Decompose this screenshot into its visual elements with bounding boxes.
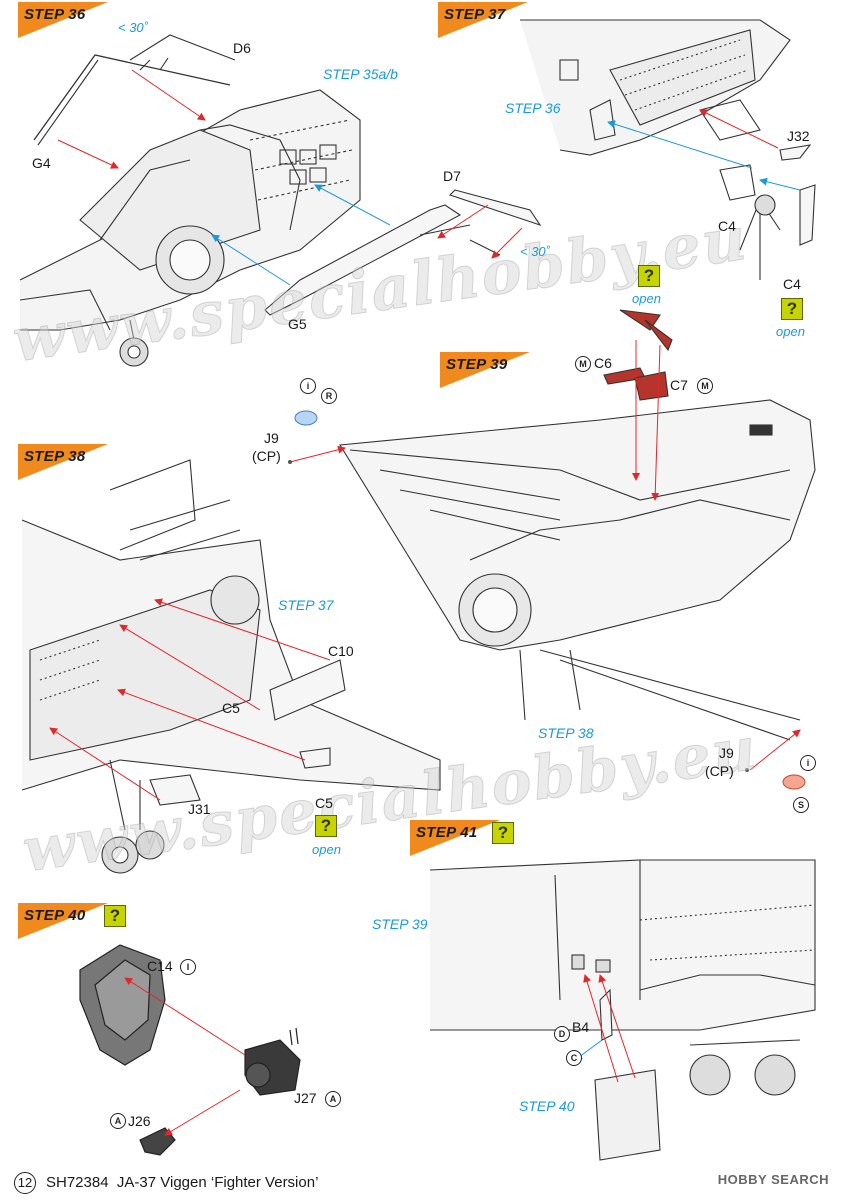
step37-arrows xyxy=(607,109,801,191)
ref-step40: STEP 40 xyxy=(519,1098,575,1114)
page-number: 12 xyxy=(14,1172,36,1194)
hobbysearch-watermark: HOBBY SEARCH xyxy=(717,1172,829,1187)
j9-caps xyxy=(288,410,806,790)
question-icon-c5: ? xyxy=(315,815,337,837)
step-39-tag: STEP 39 xyxy=(440,352,530,388)
step40-drawing xyxy=(79,944,301,1156)
badge-a-j27: A xyxy=(325,1091,341,1107)
badge-m-c7: M xyxy=(697,378,713,394)
ref-step38: STEP 38 xyxy=(538,725,594,741)
badge-s-j9b: S xyxy=(793,797,809,813)
step41-drawing xyxy=(429,859,816,1161)
part-g5: G5 xyxy=(288,316,307,332)
step36-drawing xyxy=(19,34,542,367)
step36-arrows xyxy=(57,69,523,286)
part-c4-a: C4 xyxy=(718,218,736,234)
part-d7: D7 xyxy=(443,168,461,184)
part-j9-a-cp: (CP) xyxy=(252,448,281,464)
step-37-tag: STEP 37 xyxy=(438,2,528,38)
ref-step36: STEP 36 xyxy=(505,100,561,116)
ref-step35ab: STEP 35a/b xyxy=(323,66,398,82)
step-41-tag: STEP 41 xyxy=(410,820,500,856)
step40-arrows xyxy=(124,977,246,1136)
badge-d-b4: D xyxy=(554,1026,570,1042)
kit-code: SH72384 xyxy=(46,1174,109,1191)
step-38-tag: STEP 38 xyxy=(18,444,108,480)
part-j26: J26 xyxy=(128,1113,151,1129)
part-j9-a: J9 xyxy=(264,430,279,446)
question-icon-c4b: ? xyxy=(781,298,803,320)
open-label-c4b: open xyxy=(776,324,805,339)
info-icon-j9b: i xyxy=(800,755,816,771)
part-c4-b: C4 xyxy=(783,276,801,292)
angle-label-1: < 30˚ xyxy=(118,20,148,35)
info-icon-j9a: i xyxy=(300,378,316,394)
question-icon-step40: ? xyxy=(104,905,126,927)
part-c7: C7 xyxy=(670,377,688,393)
badge-i-c14: I xyxy=(180,959,196,975)
part-c6: C6 xyxy=(594,355,612,371)
badge-m-c6: M xyxy=(575,356,591,372)
angle-label-2: < 30˚ xyxy=(520,244,550,259)
step-40-tag: STEP 40 xyxy=(18,903,108,939)
step-36-tag: STEP 36 xyxy=(18,2,108,38)
open-label-c5: open xyxy=(312,842,341,857)
step39-drawing xyxy=(339,309,816,741)
step38-drawing xyxy=(21,459,441,874)
part-c10: C10 xyxy=(328,643,354,659)
part-c5-a: C5 xyxy=(222,700,240,716)
open-label-c4a: open xyxy=(632,291,661,306)
question-icon-c4a: ? xyxy=(638,265,660,287)
part-d6: D6 xyxy=(233,40,251,56)
step38-arrows xyxy=(49,598,331,801)
badge-c-b4: C xyxy=(566,1050,582,1066)
badge-a-j26: A xyxy=(110,1113,126,1129)
page-footer: 12 SH72384 JA-37 Viggen ‘Fighter Version’ xyxy=(14,1172,318,1194)
part-j9-b-cp: (CP) xyxy=(705,763,734,779)
part-b4: B4 xyxy=(572,1019,590,1035)
part-c14: C14 xyxy=(147,958,173,974)
step37-drawing xyxy=(520,19,816,280)
part-j32: J32 xyxy=(787,128,810,144)
ref-step39: STEP 39 xyxy=(372,916,428,932)
kit-title: JA-37 Viggen ‘Fighter Version’ xyxy=(116,1174,319,1191)
part-j27: J27 xyxy=(294,1090,317,1106)
part-j9-b: J9 xyxy=(719,745,734,761)
badge-r-j9a: R xyxy=(321,388,337,404)
ref-step37: STEP 37 xyxy=(278,597,334,613)
part-c5-b: C5 xyxy=(315,795,333,811)
part-j31: J31 xyxy=(188,801,211,817)
question-icon-step41: ? xyxy=(492,822,514,844)
step39-arrows xyxy=(289,340,801,771)
part-g4: G4 xyxy=(32,155,51,171)
